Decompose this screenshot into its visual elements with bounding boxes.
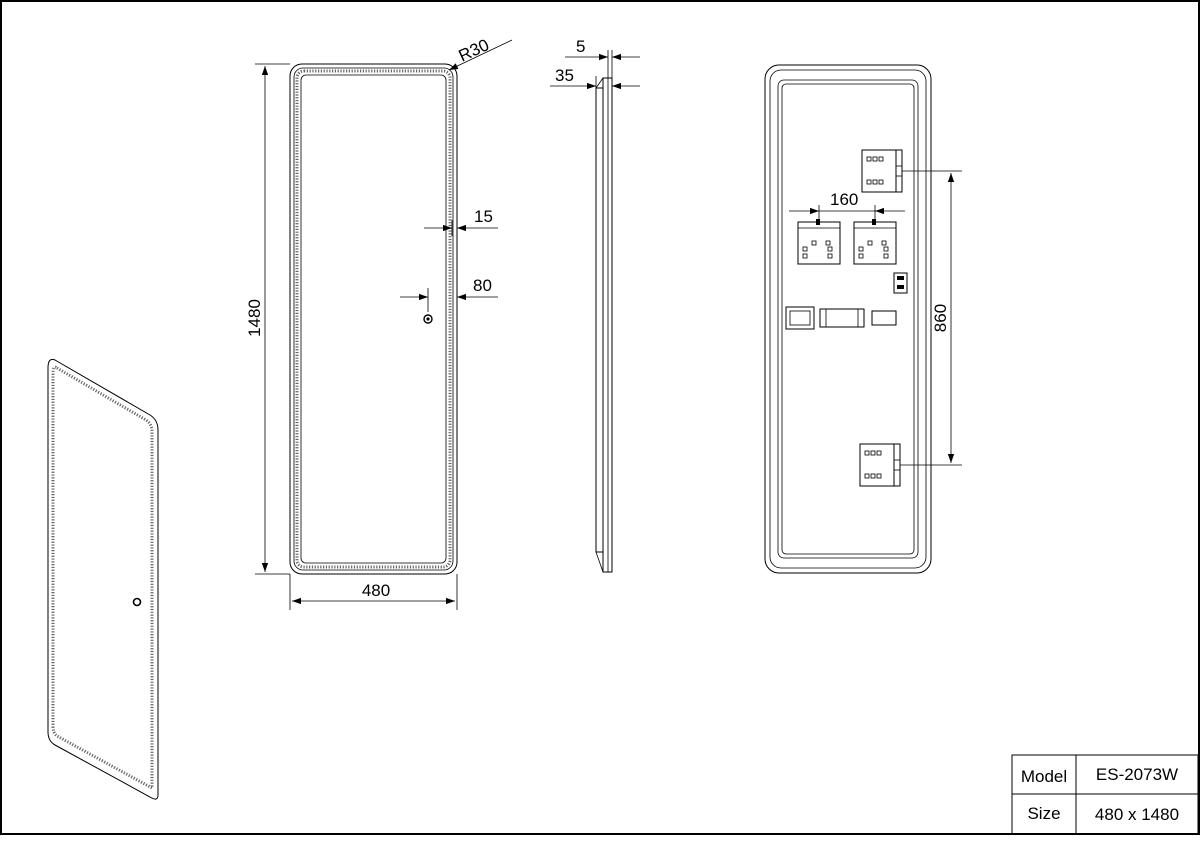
width-dimension: 480 [362,581,390,600]
touch-switch-icon [132,597,142,607]
bracket-spacing-dimension: 160 [830,190,858,209]
depth-dimension: 35 [555,66,574,85]
glass-thickness-dimension: 5 [576,37,585,56]
rear-view: 160 860 [764,64,962,574]
front-view: 1480 480 R30 15 80 [245,35,513,610]
left-mount-bracket [797,219,841,265]
title-block: Model ES-2073W Size 480 x 1480 [1011,754,1199,835]
switch-offset-dimension: 80 [473,276,492,295]
size-label: Size [1027,804,1060,823]
model-value: ES-2073W [1096,765,1178,784]
radius-dimension: R30 [456,35,492,65]
size-value: 480 x 1480 [1095,805,1179,824]
front-switch-icon [423,314,433,324]
hanger-spacing-dimension: 860 [931,304,950,332]
perspective-view [47,358,159,800]
model-label: Model [1021,767,1067,786]
top-hanger-bracket [861,149,903,193]
connector [893,272,908,294]
right-mount-bracket [853,219,897,265]
bottom-hanger-bracket [859,443,901,487]
height-dimension: 1480 [245,299,264,337]
side-view: 5 35 [550,37,640,573]
led-inset-dimension: 15 [474,207,493,226]
led-driver-components [785,306,897,330]
